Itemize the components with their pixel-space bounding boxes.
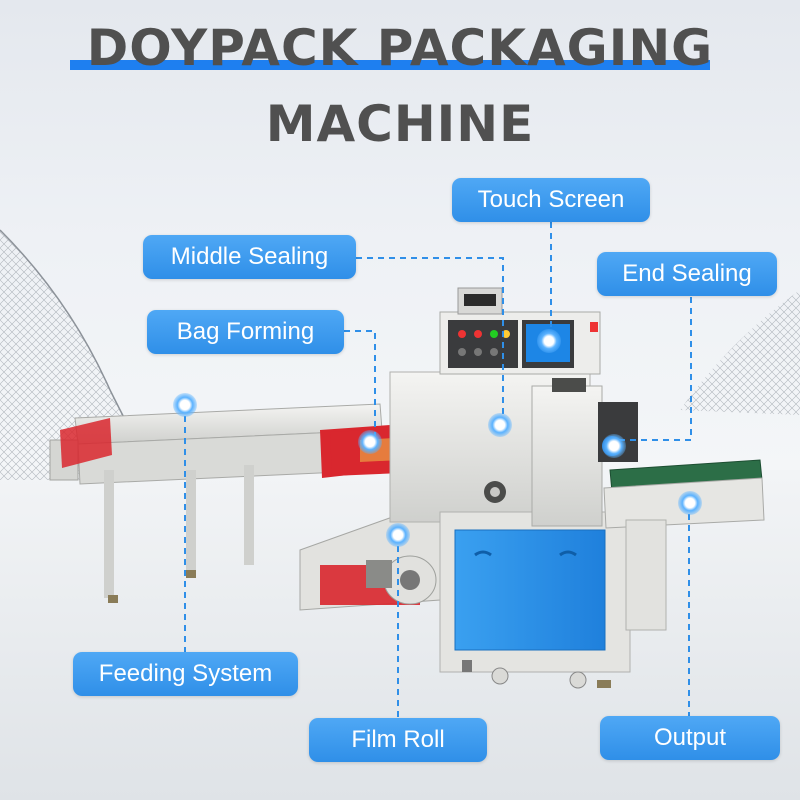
right-net-sail <box>680 290 800 415</box>
end-sealing-head <box>531 378 638 527</box>
middle-sealing-hotspot <box>488 413 512 437</box>
label-output: Output <box>600 716 780 760</box>
touch-screen-hotspot <box>537 329 561 353</box>
blue-cabinet <box>454 529 606 651</box>
title-line-1: DOYPACK PACKAGING <box>86 19 714 77</box>
label-end-sealing: End Sealing <box>597 252 777 296</box>
end-sealing-hotspot <box>602 434 626 458</box>
feeding-system-hotspot <box>173 393 197 417</box>
title-underline <box>70 60 710 70</box>
label-feeding-system: Feeding System <box>73 652 298 696</box>
title-line-2: MACHINE <box>265 95 535 153</box>
label-bag-forming: Bag Forming <box>147 310 344 354</box>
control-panel <box>439 287 601 375</box>
bag-forming-hotspot <box>358 430 382 454</box>
label-film-roll: Film Roll <box>309 718 487 762</box>
connector-lines <box>184 222 692 718</box>
output-hotspot <box>678 491 702 515</box>
label-middle-sealing: Middle Sealing <box>143 235 356 279</box>
infeed-conveyor <box>49 403 392 598</box>
label-touch-screen: Touch Screen <box>452 178 650 222</box>
film-roll-hotspot <box>386 523 410 547</box>
